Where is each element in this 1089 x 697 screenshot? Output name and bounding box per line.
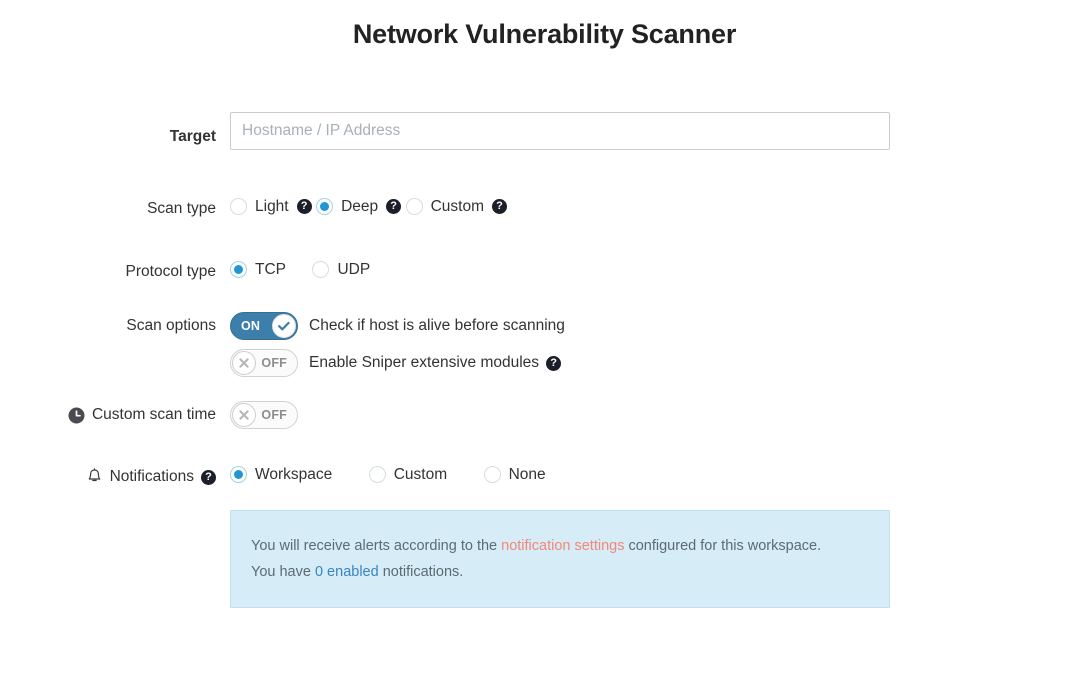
info-line-2-after: notifications. xyxy=(378,564,464,580)
info-line-2-before: You have xyxy=(251,564,315,580)
target-input[interactable] xyxy=(230,112,890,150)
scan-option-label-host-alive: Check if host is alive before scanning xyxy=(309,317,565,334)
toggle-state-label-custom-scan-time: OFF xyxy=(261,408,287,422)
help-icon-custom[interactable]: ? xyxy=(492,199,507,214)
radio-icon-udp[interactable] xyxy=(312,261,330,278)
bell-icon xyxy=(86,468,103,486)
radio-protocol-tcp[interactable]: TCP xyxy=(230,261,286,278)
scan-option-sniper-modules: OFF Enable Sniper extensive modules ? xyxy=(230,349,1089,377)
radio-icon-notifications-custom[interactable] xyxy=(368,466,386,483)
toggle-state-label-sniper: OFF xyxy=(261,356,287,370)
toggle-knob-sniper xyxy=(232,351,256,375)
radio-label-notifications-custom: Custom xyxy=(393,465,448,483)
info-line-1-before: You will receive alerts according to the xyxy=(251,538,502,554)
toggle-knob-custom-scan-time xyxy=(232,403,256,427)
radio-scan-type-light[interactable]: Light ? xyxy=(230,198,312,215)
toggle-sniper-modules[interactable]: OFF xyxy=(230,349,298,377)
help-icon-light[interactable]: ? xyxy=(296,199,312,214)
radio-notifications-workspace[interactable]: Workspace xyxy=(230,466,332,483)
radio-label-deep: Deep xyxy=(341,197,379,215)
toggle-custom-scan-time[interactable]: OFF xyxy=(230,401,298,429)
help-icon-sniper[interactable]: ? xyxy=(546,355,562,371)
radio-icon-custom[interactable] xyxy=(405,198,423,215)
notifications-label: Notifications xyxy=(109,468,194,485)
scan-options-row: Scan options ON Check if host is alive b… xyxy=(0,312,1089,377)
radio-label-none: None xyxy=(508,465,546,483)
radio-scan-type-custom[interactable]: Custom ? xyxy=(405,197,507,215)
notification-settings-link[interactable]: notification settings xyxy=(501,538,625,554)
radio-notifications-none[interactable]: None xyxy=(483,465,546,483)
radio-label-tcp: TCP xyxy=(255,260,286,278)
custom-scan-time-row: Custom scan time OFF xyxy=(0,401,1089,434)
radio-label-workspace: Workspace xyxy=(255,465,333,483)
notifications-info-box: You will receive alerts according to the… xyxy=(230,510,890,608)
radio-protocol-udp[interactable]: UDP xyxy=(312,261,370,278)
enabled-notifications-link[interactable]: 0 enabled xyxy=(314,564,379,580)
help-icon-deep[interactable]: ? xyxy=(386,199,402,214)
radio-icon-tcp[interactable] xyxy=(230,261,247,278)
protocol-type-row: Protocol type TCP UDP xyxy=(0,261,1089,283)
scan-option-text-host-alive: Check if host is alive before scanning xyxy=(309,317,565,335)
radio-icon-deep[interactable] xyxy=(316,198,334,215)
scan-type-label: Scan type xyxy=(147,200,216,217)
radio-icon-none[interactable] xyxy=(483,466,501,483)
radio-label-custom: Custom xyxy=(430,197,484,215)
protocol-type-label: Protocol type xyxy=(125,263,216,280)
page-title: Network Vulnerability Scanner xyxy=(352,19,737,49)
notifications-row: Notifications ? Workspace Custom None xyxy=(0,466,1089,488)
notifications-info-row: You will receive alerts according to the… xyxy=(0,510,1089,608)
clock-icon xyxy=(68,407,85,424)
scan-option-host-alive: ON Check if host is alive before scannin… xyxy=(230,312,1089,340)
radio-icon-light[interactable] xyxy=(230,198,247,215)
target-row: Target xyxy=(0,112,1089,170)
target-label: Target xyxy=(169,128,216,145)
custom-scan-time-label: Custom scan time xyxy=(91,406,216,423)
toggle-knob-host-alive xyxy=(272,314,296,338)
radio-notifications-custom[interactable]: Custom xyxy=(368,465,448,483)
info-line-1: You will receive alerts according to the… xyxy=(251,533,869,559)
scan-options-label: Scan options xyxy=(126,317,216,334)
scan-option-text-sniper: Enable Sniper extensive modules ? xyxy=(309,354,562,372)
scan-type-row: Scan type Light ? Deep ? Custom ? xyxy=(0,198,1089,229)
help-icon-notifications[interactable]: ? xyxy=(201,469,216,485)
scanner-form: Target Scan type Light ? Deep ? Custom ? xyxy=(0,112,1089,608)
toggle-state-label-host-alive: ON xyxy=(241,319,261,333)
info-line-2: You have 0 enabled notifications. xyxy=(251,559,869,585)
radio-label-udp: UDP xyxy=(337,260,371,278)
scan-option-label-sniper: Enable Sniper extensive modules xyxy=(309,354,540,371)
radio-label-light: Light xyxy=(255,197,289,215)
radio-icon-workspace[interactable] xyxy=(230,466,247,483)
radio-scan-type-deep[interactable]: Deep ? xyxy=(316,197,402,215)
toggle-check-host-alive[interactable]: ON xyxy=(230,312,298,340)
info-line-1-after: configured for this workspace. xyxy=(624,538,822,554)
